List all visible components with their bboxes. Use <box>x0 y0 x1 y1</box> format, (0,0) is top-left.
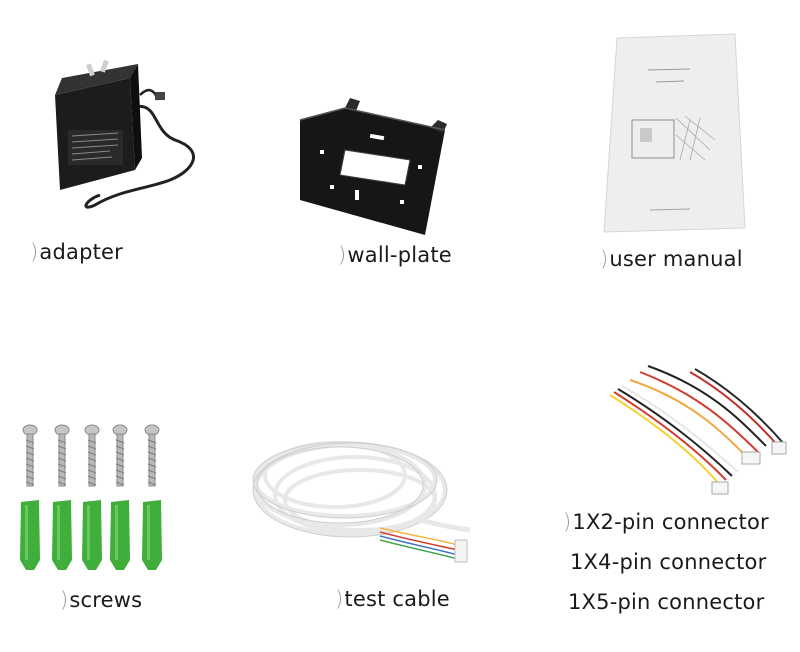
screws-label: screws <box>60 588 142 612</box>
screw-with-anchor <box>110 424 130 570</box>
screw-with-anchor <box>82 424 102 570</box>
test-cable-label: test cable <box>335 587 450 611</box>
screw-with-anchor <box>142 424 162 570</box>
connector-1x5-label: 1X5-pin connector <box>568 590 765 614</box>
connector-1x2-label: 1X2-pin connector <box>563 510 769 534</box>
wall-plate-label: wall-plate <box>338 243 452 267</box>
screw-with-anchor <box>20 424 40 570</box>
screw-with-anchor <box>52 424 72 570</box>
connector-1x4-label: 1X4-pin connector <box>570 550 767 574</box>
user-manual-label: user manual <box>600 247 743 271</box>
adapter-label: adapter <box>30 240 123 264</box>
